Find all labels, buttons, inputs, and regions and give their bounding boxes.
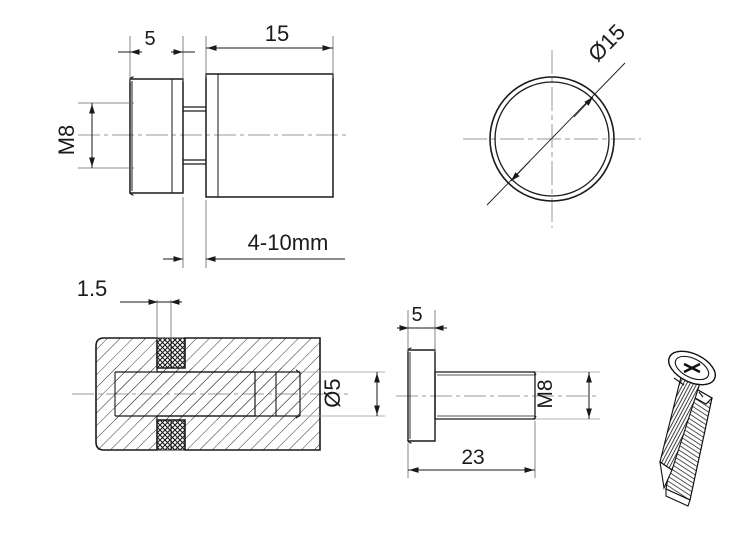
dimension-body-length: 15 (206, 21, 333, 51)
screw-point (659, 460, 673, 490)
view-bolt: 5 M8 23 (396, 304, 600, 478)
circle-outer (489, 76, 615, 202)
view-front-assembly: 5 15 M8 4-10mm (54, 21, 350, 268)
dimension-cap-thickness: 5 (118, 28, 195, 55)
dim-label-bolt-length: 23 (461, 446, 484, 469)
thread-block-bottom-right (170, 419, 186, 451)
view-section: 1.5 Ø5 (72, 276, 385, 451)
dimension-glass-thickness: 4-10mm (163, 197, 345, 268)
dimension-bore-diameter: Ø5 (300, 371, 385, 417)
section-body-outline (95, 337, 321, 451)
screw-head-underside (673, 377, 685, 386)
dimension-wall-gap: 1.5 (77, 276, 182, 305)
thread-block-top-left (156, 337, 172, 369)
thread-block-bottom-left (156, 419, 172, 451)
bore-chamfer (295, 369, 301, 419)
bolt-head-outline (407, 349, 436, 442)
dim-label-thread-m8-front: M8 (54, 125, 79, 156)
bolt-tip-chamfer (532, 371, 537, 420)
dim-label-bore-diameter: Ø5 (320, 378, 345, 407)
dim-label-bolt-head-thickness: 5 (411, 304, 422, 326)
dimension-thread-m8-front: M8 (54, 102, 134, 169)
dimension-bolt-head-thickness: 5 (397, 304, 447, 331)
dimension-bolt-length: 23 (407, 421, 536, 478)
thread-block-top-right (170, 337, 186, 369)
view-fastener-illustration (659, 350, 716, 507)
dim-label-body-length: 15 (265, 21, 289, 46)
dim-label-wall-gap: 1.5 (77, 276, 108, 301)
circle-inner (494, 81, 610, 197)
anchor-bottom-face (665, 488, 691, 507)
body-outline (205, 73, 334, 198)
countersunk-screw (659, 350, 716, 490)
bore-outline (156, 368, 256, 420)
dimension-bolt-thread-m8: M8 (534, 371, 600, 420)
cap-outline (129, 78, 184, 194)
phillips-cross-icon (683, 362, 701, 374)
dim-label-glass-thickness: 4-10mm (248, 230, 329, 255)
section-core-hatch (115, 368, 300, 420)
dim-label-bolt-thread-m8: M8 (534, 379, 557, 408)
dim-label-cap-thickness: 5 (144, 28, 155, 50)
